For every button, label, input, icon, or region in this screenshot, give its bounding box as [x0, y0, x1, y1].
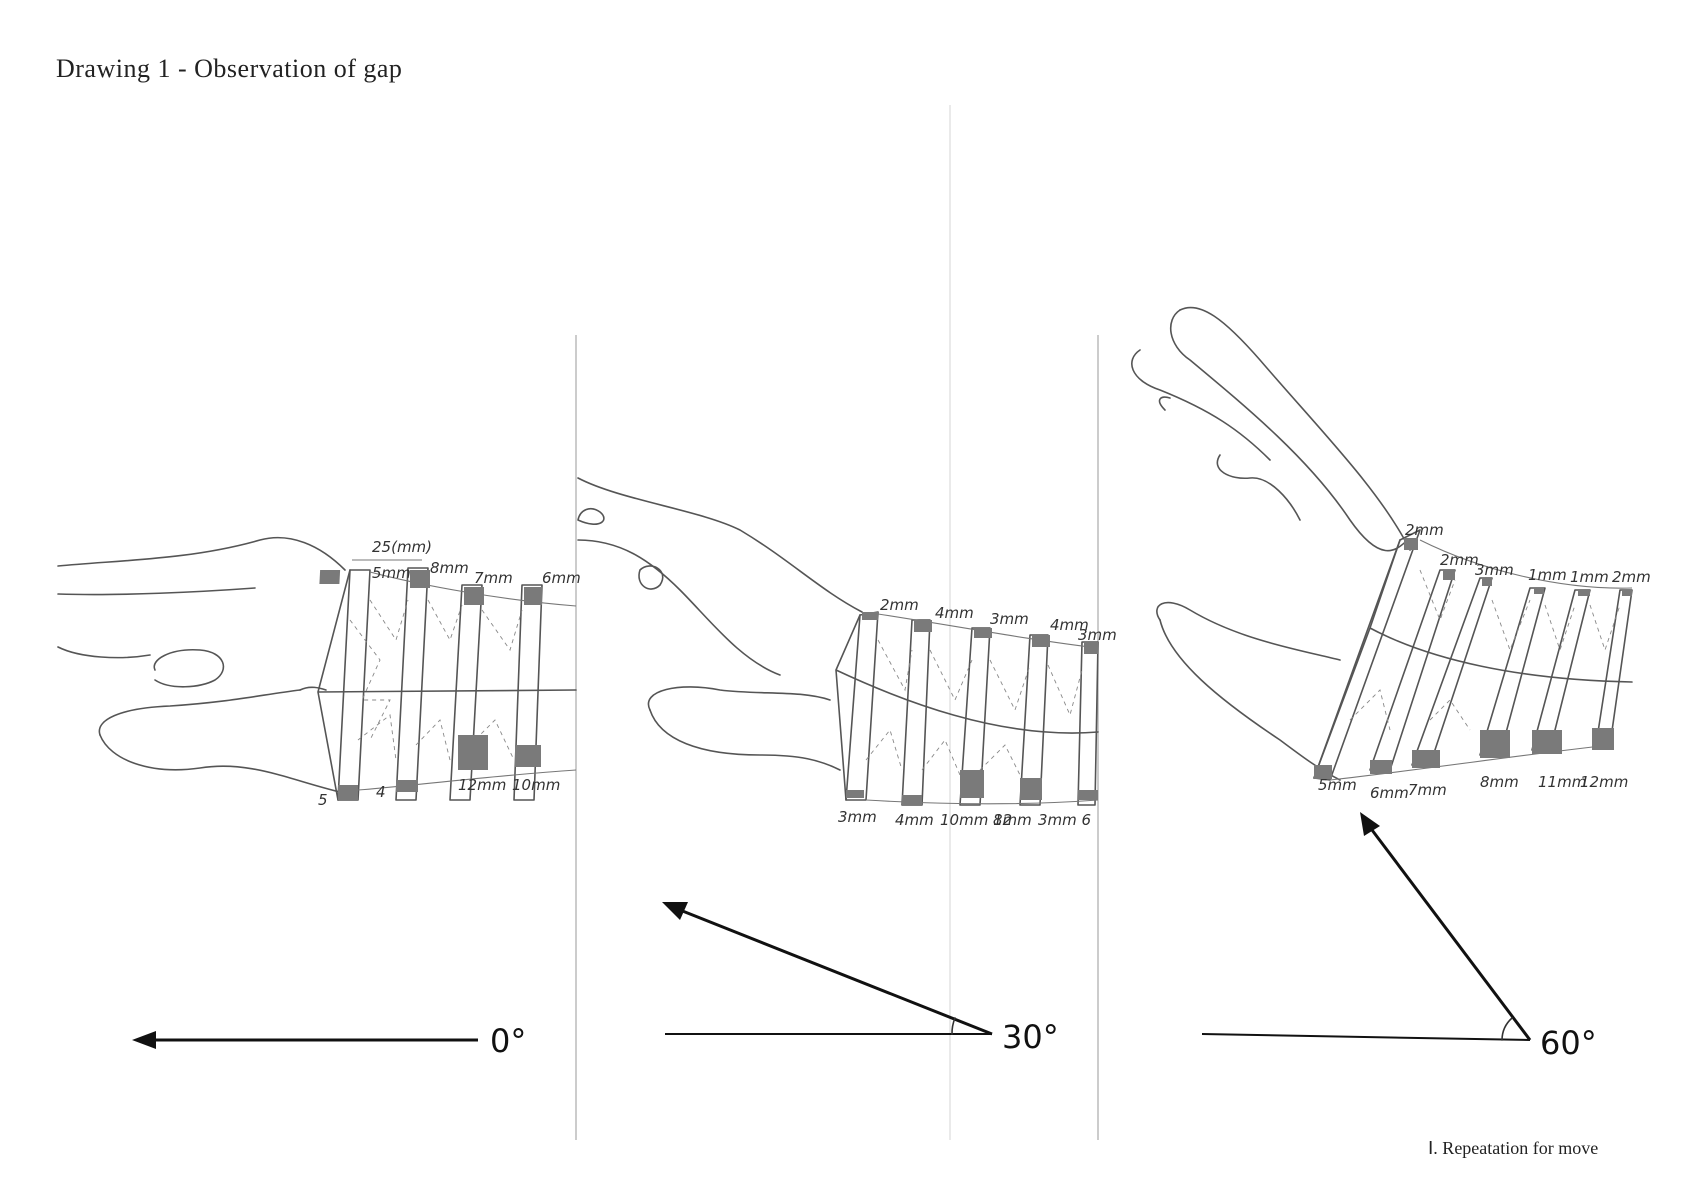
gap-mark: [410, 570, 430, 588]
bottom-gap-label: 12mm: [458, 776, 506, 794]
gap-mark: [1482, 578, 1492, 586]
angle-label: 60°: [1540, 1024, 1597, 1062]
bottom-gap-label: 4mm: [895, 811, 934, 829]
panel-30-degree: 2mm 4mm 3mm 4mm 3mm 3mm 4mm 10mm 12 8mm …: [577, 477, 1117, 1056]
gap-mark: [464, 587, 484, 605]
top-gap-label: 4mm: [1050, 616, 1089, 634]
panel-0-degree: 25(mm) 5mm 8mm 7mm 6mm 5 4 12mm 10mm 0°: [57, 536, 581, 1060]
gap-mark: [458, 735, 488, 770]
gap-mark: [319, 570, 341, 584]
angle-indicator-30: 30°: [662, 902, 1059, 1056]
bottom-gap-label: 5: [318, 791, 328, 809]
orthosis-30: [835, 611, 1099, 806]
bottom-gap-label: 8mm: [1480, 773, 1519, 791]
gap-mark: [1020, 778, 1042, 800]
top-gap-label: 7mm: [474, 569, 513, 587]
gap-mark: [1578, 590, 1590, 596]
top-gap-label: 2mm: [880, 596, 919, 614]
top-gap-label: 1mm: [1528, 566, 1567, 584]
gap-mark: [974, 628, 992, 638]
top-gap-label: 3mm: [990, 610, 1029, 628]
gap-mark: [1314, 765, 1332, 779]
gap-mark: [1078, 790, 1098, 800]
top-gap-label: 6mm: [542, 569, 581, 587]
bottom-gap-label: 7mm: [1408, 781, 1447, 799]
hand-sketch-60: [1131, 306, 1411, 781]
panel-60-degree: 2mm 2mm 3mm 1mm 1mm 2mm 5mm 6mm 7mm 8mm …: [1131, 306, 1651, 1062]
top-gap-label: 3mm: [1475, 561, 1514, 579]
bottom-gap-label: 11mm: [1538, 773, 1586, 791]
top-gap-label: 2mm: [1405, 521, 1444, 539]
bottom-gap-label: 5mm: [1318, 776, 1357, 794]
gap-mark: [1370, 760, 1392, 774]
arrow-head-icon: [662, 902, 688, 920]
bottom-gap-label: 12mm: [1580, 773, 1628, 791]
top-gap-label: 5mm: [372, 564, 411, 582]
bottom-gap-label: 3mm: [838, 808, 877, 826]
gap-mark: [960, 770, 984, 798]
top-gap-label: 1mm: [1570, 568, 1609, 586]
bottom-gap-label: 10mm: [512, 776, 560, 794]
bottom-gap-label: 4: [376, 783, 386, 801]
annotations-60: 2mm 2mm 3mm 1mm 1mm 2mm 5mm 6mm 7mm 8mm …: [1318, 521, 1651, 802]
angle-label: 0°: [490, 1022, 526, 1060]
gap-mark: [1404, 538, 1418, 550]
gap-mark: [1592, 728, 1614, 750]
annotations-0: 25(mm) 5mm 8mm 7mm 6mm 5 4 12mm 10mm: [318, 538, 581, 809]
gap-mark: [338, 785, 358, 800]
gap-mark: [1534, 588, 1544, 594]
top-gap-label: 4mm: [935, 604, 974, 622]
hand-sketch-30: [577, 477, 863, 771]
top-gap-label: 3mm: [1078, 626, 1117, 644]
bottom-gap-label: 8mm: [993, 811, 1032, 829]
gap-mark: [515, 745, 541, 767]
bottom-gap-label: 3mm 6: [1038, 811, 1091, 829]
hand-sketch-0: [57, 536, 346, 793]
orthosis-60: [1313, 529, 1633, 781]
annotations-30: 2mm 4mm 3mm 4mm 3mm 3mm 4mm 10mm 12 8mm …: [838, 596, 1117, 829]
angle-indicator-0: 0°: [132, 1022, 526, 1060]
gap-mark: [862, 612, 878, 620]
top-gap-label: 2mm: [1440, 551, 1479, 569]
gap-mark: [1480, 730, 1510, 758]
top-gap-label: 8mm: [430, 559, 469, 577]
gap-mark: [846, 790, 864, 798]
figure-caption: Ⅰ. Repeatation for move: [1428, 1138, 1599, 1158]
gap-mark: [1084, 642, 1098, 654]
gap-mark: [914, 620, 932, 632]
gap-mark: [396, 780, 418, 792]
arrow-head-icon: [132, 1031, 156, 1049]
angle-label: 30°: [1002, 1018, 1059, 1056]
bottom-gap-label: 6mm: [1370, 784, 1409, 802]
gap-mark: [524, 587, 542, 605]
gap-mark: [1532, 730, 1562, 754]
gap-mark: [902, 795, 922, 805]
arrow-head-icon: [1360, 812, 1380, 836]
gap-mark: [1032, 635, 1050, 647]
angle-indicator-60: 60°: [1201, 812, 1597, 1062]
gap-mark: [1622, 590, 1632, 596]
orthosis-0: [317, 567, 577, 801]
gap-mark: [1443, 570, 1455, 580]
gap-mark: [1412, 750, 1440, 768]
top-gap-label: 2mm: [1612, 568, 1651, 586]
width-label: 25(mm): [372, 538, 432, 556]
drawing-title: Drawing 1 - Observation of gap: [56, 54, 403, 83]
bottom-gap-label: 10mm 12: [940, 811, 1012, 829]
